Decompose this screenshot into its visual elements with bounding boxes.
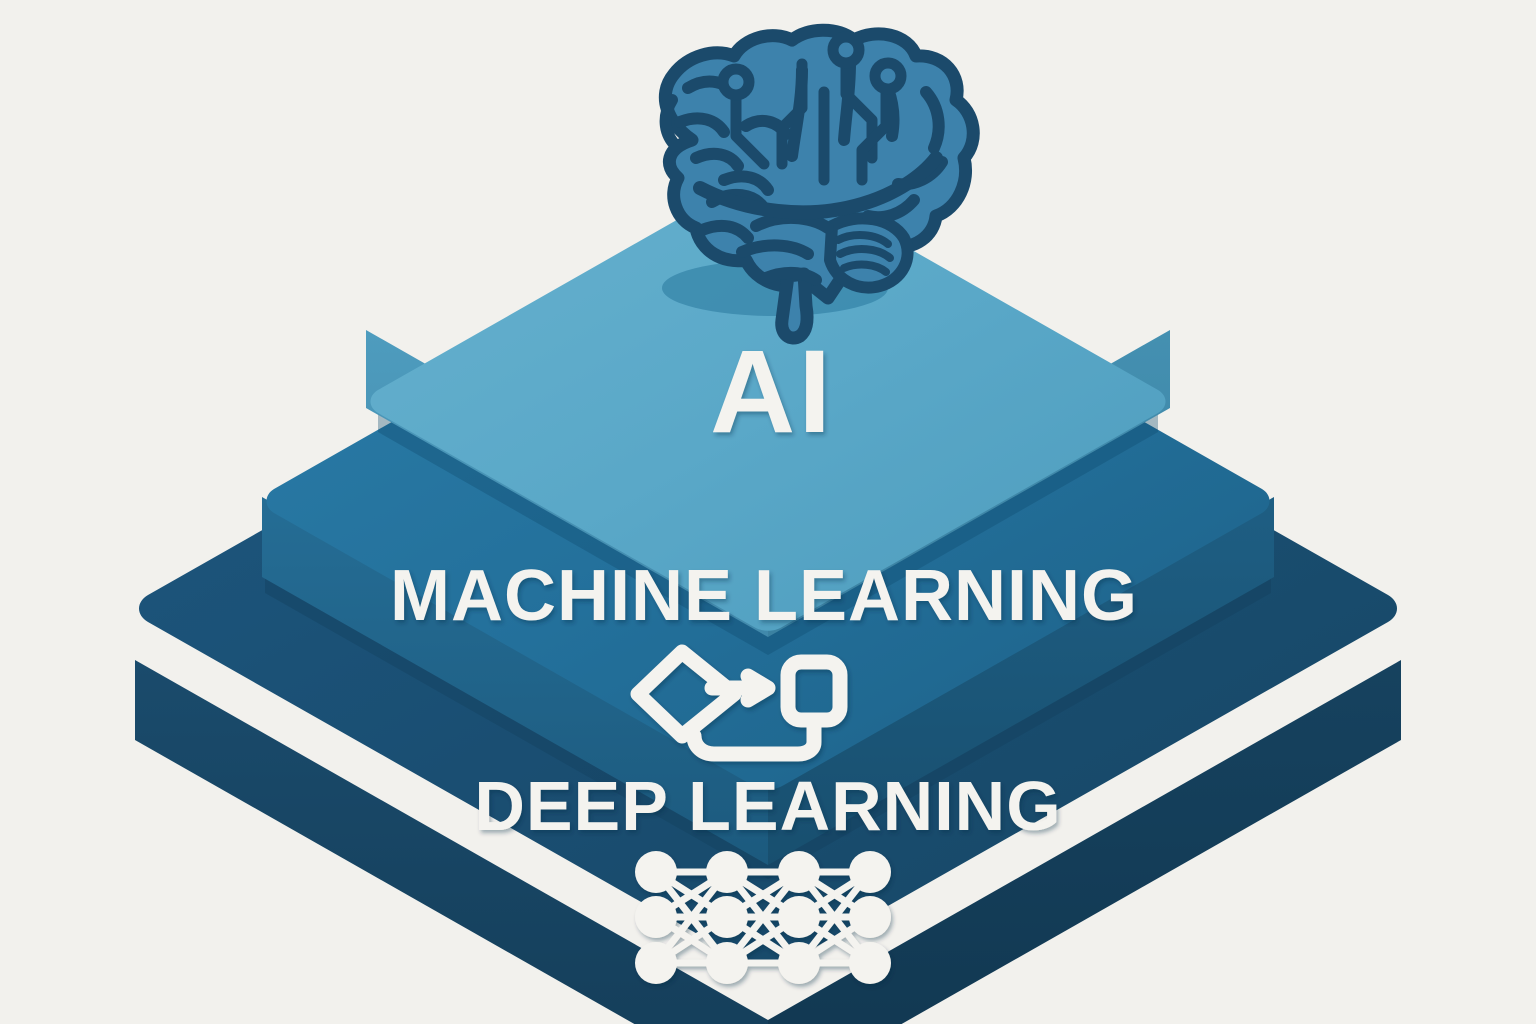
tier-deep-learning-right-face (768, 660, 1401, 1024)
neural-network-nodes (635, 851, 891, 984)
brain-icon (658, 23, 980, 345)
flowchart-diamond (630, 644, 742, 744)
tier-ai-label: AI (710, 326, 834, 458)
tier-machine-learning-label: MACHINE LEARNING (390, 556, 1138, 636)
tier-deep-learning-label: DEEP LEARNING (474, 767, 1061, 845)
tier-ai[interactable] (366, 172, 1170, 637)
neural-network-icon (635, 851, 891, 984)
flowchart-arrow-head (740, 668, 776, 708)
flowchart-feedback-loop (686, 712, 822, 762)
tier-deep-learning-left-face (135, 660, 768, 1024)
flowchart-icon (630, 644, 848, 762)
tier-machine-learning-right-face (768, 497, 1274, 865)
tier-machine-learning-left-face (262, 497, 768, 865)
tier-ai-top-surface (370, 172, 1166, 631)
